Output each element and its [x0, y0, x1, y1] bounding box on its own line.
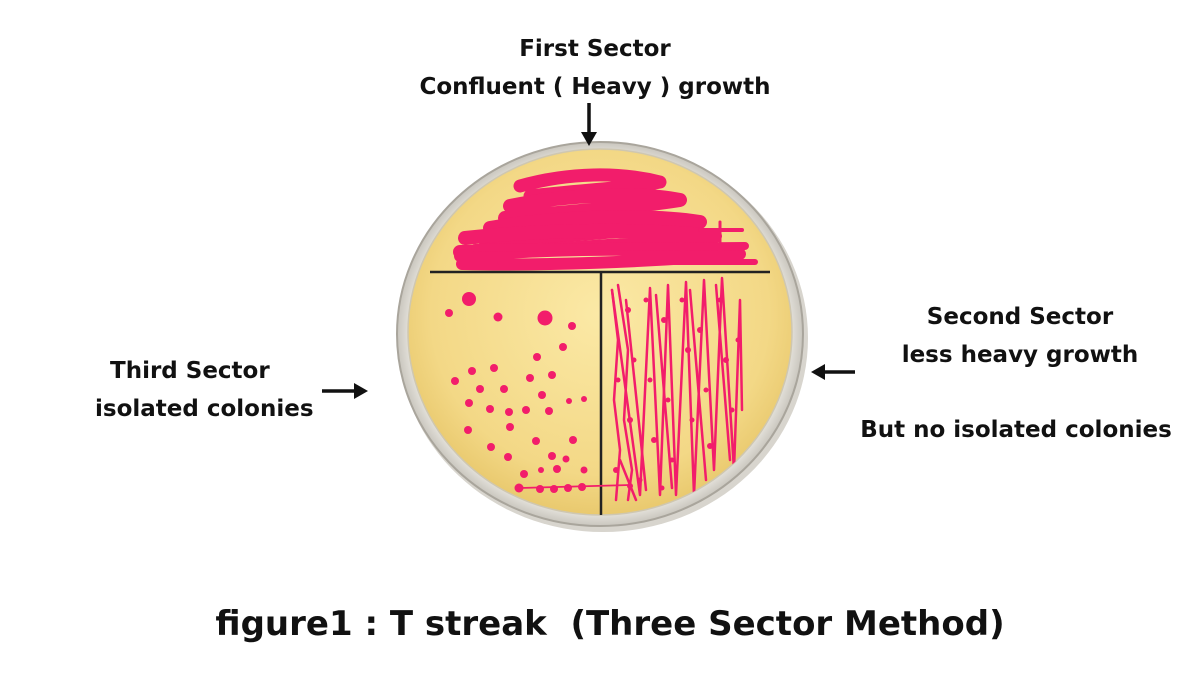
second-sector-colonies	[613, 297, 741, 491]
arrow-right-icon	[322, 383, 368, 399]
third-sector-label: Third Sector isolated colonies	[95, 352, 335, 428]
second-sector-title: Second Sector	[926, 304, 1114, 330]
second-sector-label: Second Sector less heavy growth	[880, 298, 1160, 374]
third-sector-description: isolated colonies	[95, 396, 314, 422]
first-sector-title: First Sector	[519, 36, 671, 62]
third-sector-colonies	[445, 292, 633, 493]
first-sector-description: Confluent ( Heavy ) growth	[419, 74, 771, 100]
second-sector-growth	[610, 276, 744, 502]
third-sector-streak	[519, 484, 631, 489]
first-sector-growth	[453, 168, 758, 271]
arrow-down-icon	[581, 103, 597, 146]
second-sector-note: But no isolated colonies	[860, 417, 1172, 443]
figure-caption: figure1 : T streak (Three Sector Method)	[215, 604, 1005, 644]
second-sector-description: less heavy growth	[901, 342, 1139, 368]
arrow-left-icon	[811, 364, 855, 380]
first-sector-label: First Sector Confluent ( Heavy ) growth	[400, 30, 790, 106]
third-sector-title: Third Sector	[110, 358, 270, 384]
